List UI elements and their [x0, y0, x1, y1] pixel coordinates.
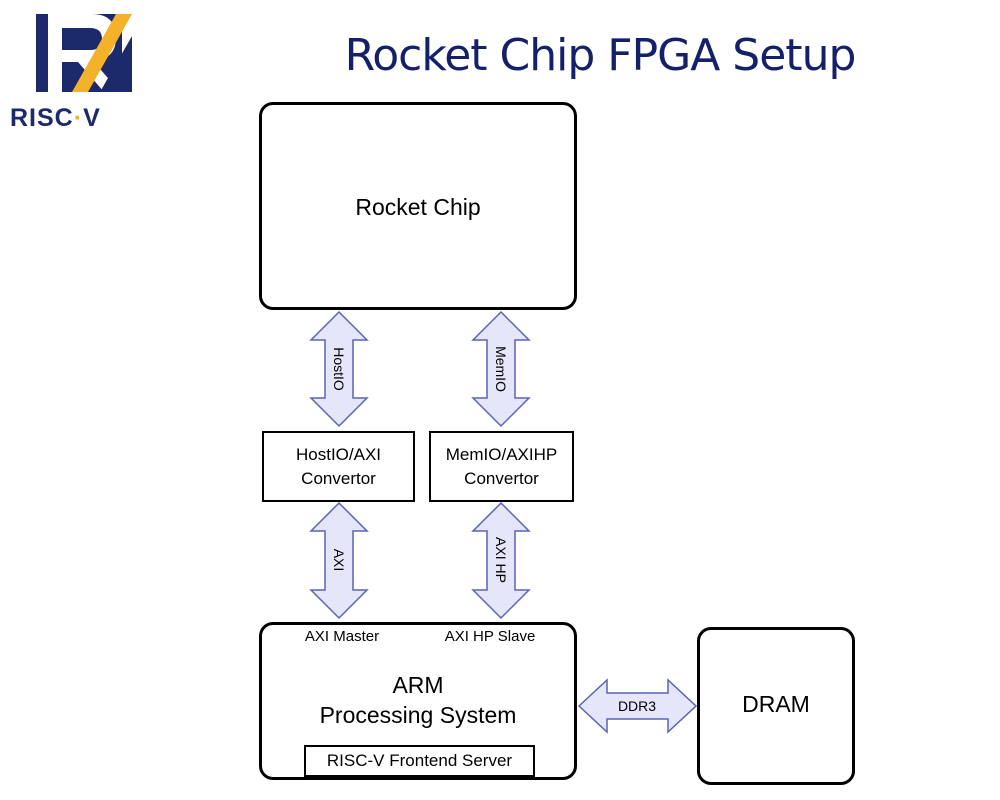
ddr3-link-label: DDR3 — [618, 698, 656, 714]
risc-v-frontend-server-box: RISC-V Frontend Server — [304, 745, 535, 777]
rocket-chip-box — [259, 102, 577, 310]
dram-box — [697, 627, 855, 785]
memio-convertor-line2: Convertor — [464, 468, 539, 488]
axi-master-port-label: AXI Master — [304, 628, 380, 645]
axi-hp-slave-port-label: AXI HP Slave — [444, 628, 536, 645]
risc-v-logo-mark — [36, 14, 132, 92]
processing-system-label: Processing System — [319, 702, 517, 728]
risc-v-wordmark: RISC·V — [10, 104, 101, 132]
memio-link-arrow: MemIO — [471, 310, 531, 428]
ddr3-link-arrow: DDR3 — [577, 678, 698, 734]
memio-link-label: MemIO — [493, 346, 509, 392]
hostio-convertor-line1: HostIO/AXI — [295, 444, 382, 464]
page-title: Rocket Chip FPGA Setup — [344, 30, 857, 81]
risc-v-logo: RISC·V — [8, 12, 154, 132]
hostio-axi-convertor-box: HostIO/AXI Convertor — [262, 431, 415, 502]
memio-convertor-line1: MemIO/AXIHP — [445, 444, 558, 464]
axi-hp-link-arrow: AXI HP — [471, 501, 531, 620]
axi-hp-link-label: AXI HP — [493, 537, 509, 583]
axi-link-arrow: AXI — [309, 501, 369, 620]
hostio-link-arrow: HostIO — [309, 310, 369, 428]
hostio-convertor-line2: Convertor — [301, 468, 376, 488]
arm-label: ARM — [392, 672, 444, 698]
memio-axihp-convertor-box: MemIO/AXIHP Convertor — [429, 431, 574, 502]
rocket-chip-label: Rocket Chip — [355, 194, 481, 220]
axi-link-label: AXI — [331, 549, 347, 572]
hostio-link-label: HostIO — [331, 347, 347, 391]
dram-label: DRAM — [742, 691, 810, 717]
